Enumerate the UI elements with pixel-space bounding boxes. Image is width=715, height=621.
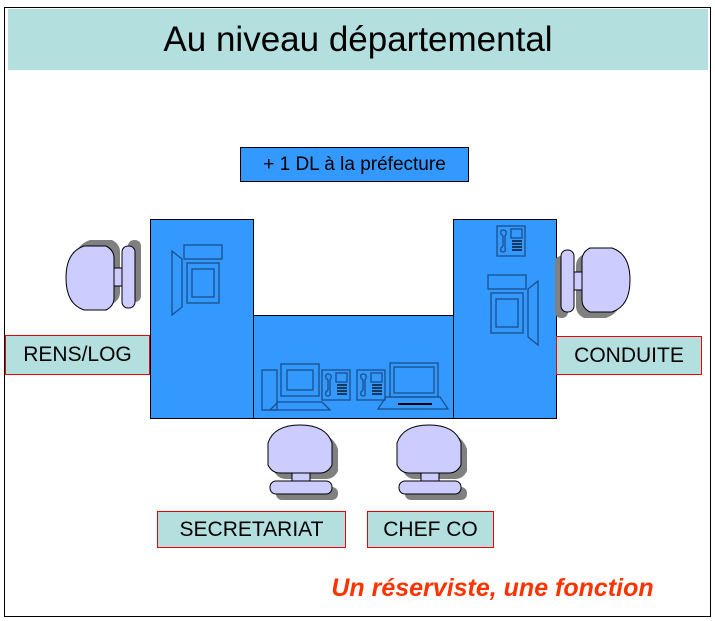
chair-icon xyxy=(65,239,142,311)
chair-icon xyxy=(267,424,339,501)
desk xyxy=(150,219,557,419)
motto: Un réserviste, une fonction xyxy=(331,574,654,602)
prefecture-note: + 1 DL à la préfecture xyxy=(240,147,469,182)
slide-title: Au niveau départemental xyxy=(8,9,708,70)
station-label-chef-co: CHEF CO xyxy=(367,511,494,548)
chair-icon xyxy=(396,424,468,501)
slide-frame xyxy=(4,7,711,617)
desk-right-wing xyxy=(453,219,557,419)
station-label-conduite: CONDUITE xyxy=(556,336,702,375)
chair-icon xyxy=(554,247,631,319)
station-label-secretariat: SECRETARIAT xyxy=(157,511,346,548)
station-label-rens-log: RENS/LOG xyxy=(5,335,150,375)
desk-left-wing xyxy=(150,219,254,419)
